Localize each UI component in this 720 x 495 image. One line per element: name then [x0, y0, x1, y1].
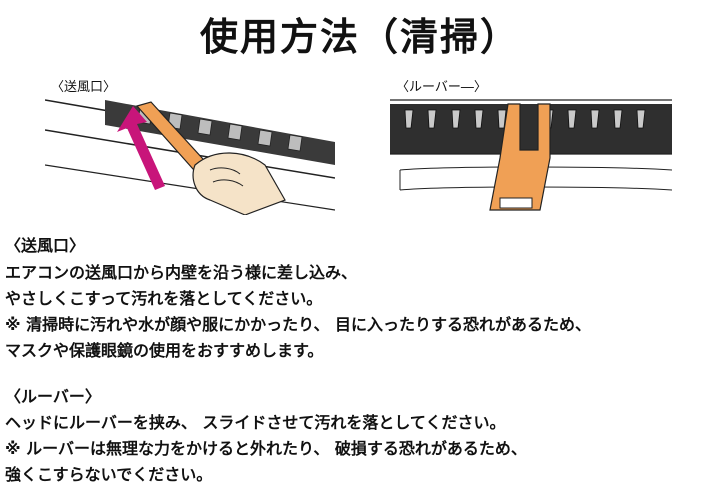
- louver-spatula-tool: [489, 103, 551, 211]
- insert-direction-arrow: [117, 106, 165, 190]
- louver-section-heading: 〈ルーバー〉: [5, 387, 101, 406]
- page-title: 使用方法（清掃）: [199, 15, 520, 59]
- vent-illustration-caption: 〈送風口〉: [49, 76, 119, 95]
- louver-caution-line-2: 強くこすらないでください。: [5, 465, 213, 484]
- louver-illustration-caption: 〈ルーバー―〉: [394, 76, 489, 95]
- vent-instruction-line-1: エアコンの送風口から内壁を沿う様に差し込み、: [5, 263, 358, 282]
- louver-instruction-line-1: ヘッドにルーバーを挟み、 スライドさせて汚れを落としてください。: [5, 413, 506, 432]
- louver-cleaning-drawing: [390, 99, 672, 211]
- vent-caution-line-2: マスクや保護眼鏡の使用をおすすめします。: [5, 341, 324, 360]
- louver-cleaning-illustration: 〈ルーバー―〉: [390, 70, 672, 215]
- louver-caution-line-1: ※ ルーバーは無理な力をかけると外れたり、 破損する恐れがあるため、: [5, 439, 527, 458]
- vent-instruction-line-2: やさしくこすって汚れを落としてください。: [5, 289, 323, 308]
- vent-section-heading: 〈送風口〉: [5, 236, 86, 255]
- vent-cleaning-illustration: 〈送風口〉: [45, 70, 335, 215]
- vent-cleaning-drawing: [45, 99, 335, 215]
- vent-caution-line-1: ※ 清掃時に汚れや水が顔や服にかかったり、 目に入ったりする恐れがあるため、: [5, 315, 592, 334]
